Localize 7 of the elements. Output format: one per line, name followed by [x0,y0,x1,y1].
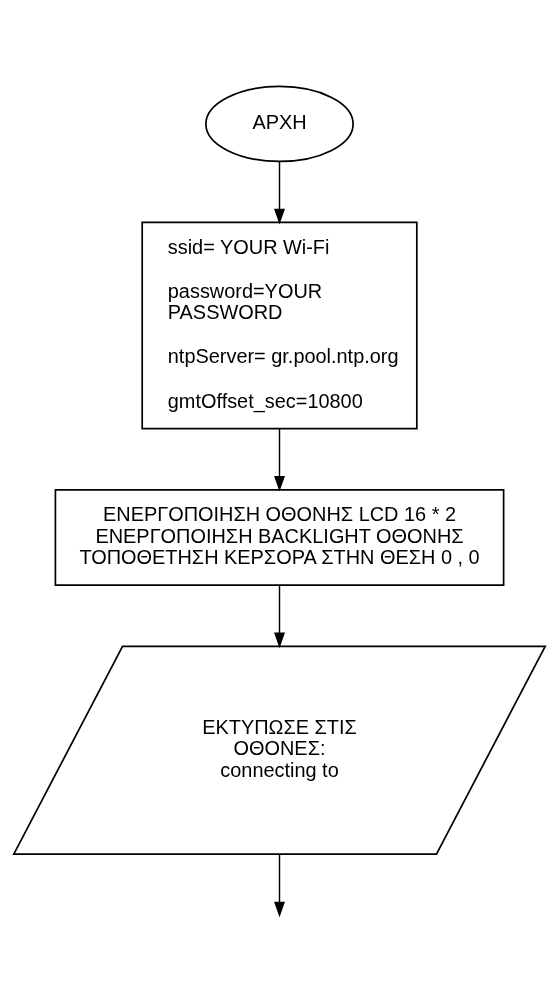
arrow [274,853,285,918]
arrow [274,428,285,492]
node-box: ΕΝΕΡΓΟΠΟΙΗΣΗ ΟΘΟΝΗΣ LCD 16 * 2 ΕΝΕΡΓΟΠΟΙΗΣΗ BACKLIGHT ΟΘΟΝΗΣ ΤΟΠΟΘΕΤΗΣΗ ΚΕΡΣΟΡΑ ΣΤΗΝ ΘΕΣΗ 0 , 0 [54,489,505,587]
arrow [274,584,285,649]
node-ellipse: ΑΡΧΗ [205,85,354,163]
node-box: ssid= YOUR Wi-Fi password=YOUR PASSWORD ntpServer= gr.pool.ntp.org gmtOffset_sec=10800 [141,221,418,430]
arrow [274,160,285,225]
